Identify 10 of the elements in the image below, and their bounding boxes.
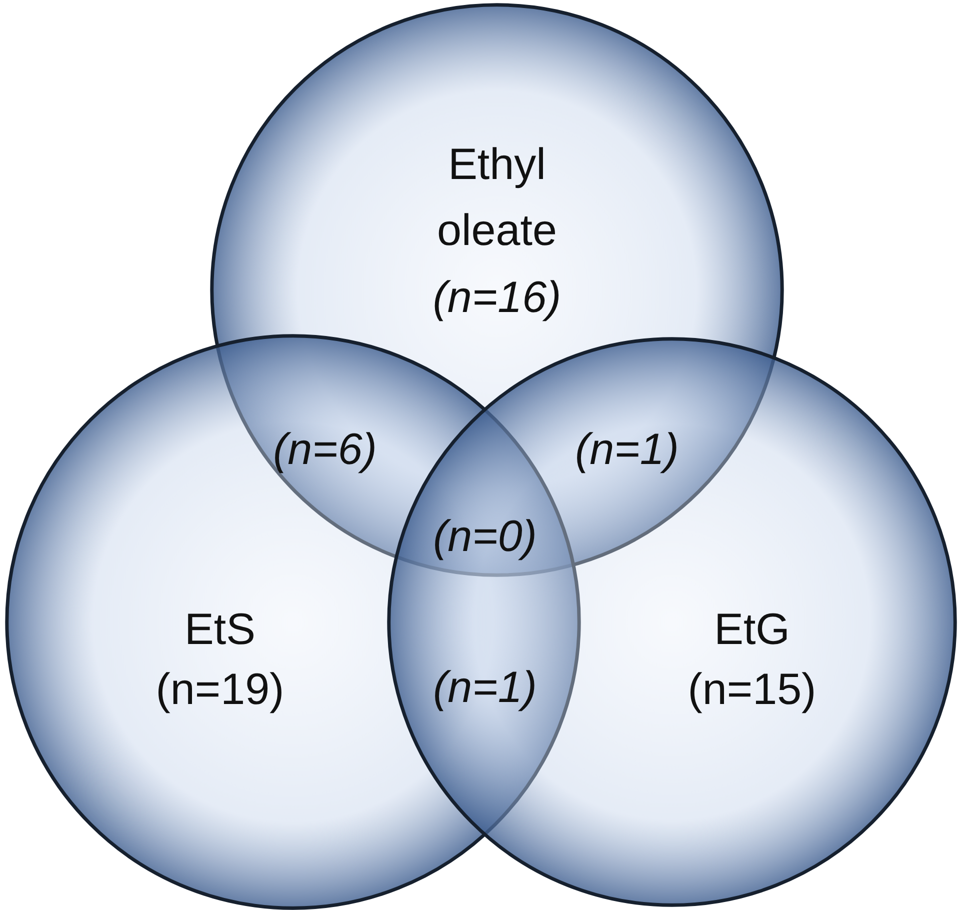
count-label: (n=15): [686, 664, 818, 716]
overlap-count: (n=1): [574, 424, 680, 476]
set-label: Ethyl oleate: [436, 139, 558, 257]
set-label: EtG: [713, 604, 791, 656]
overlap-count: (n=1): [432, 662, 538, 714]
count-label: (n=19): [154, 664, 286, 716]
count-label: (n=16): [432, 272, 562, 324]
overlap-count: (n=6): [272, 424, 378, 476]
set-label: EtS: [184, 604, 256, 656]
overlap-count: (n=0): [432, 511, 538, 563]
